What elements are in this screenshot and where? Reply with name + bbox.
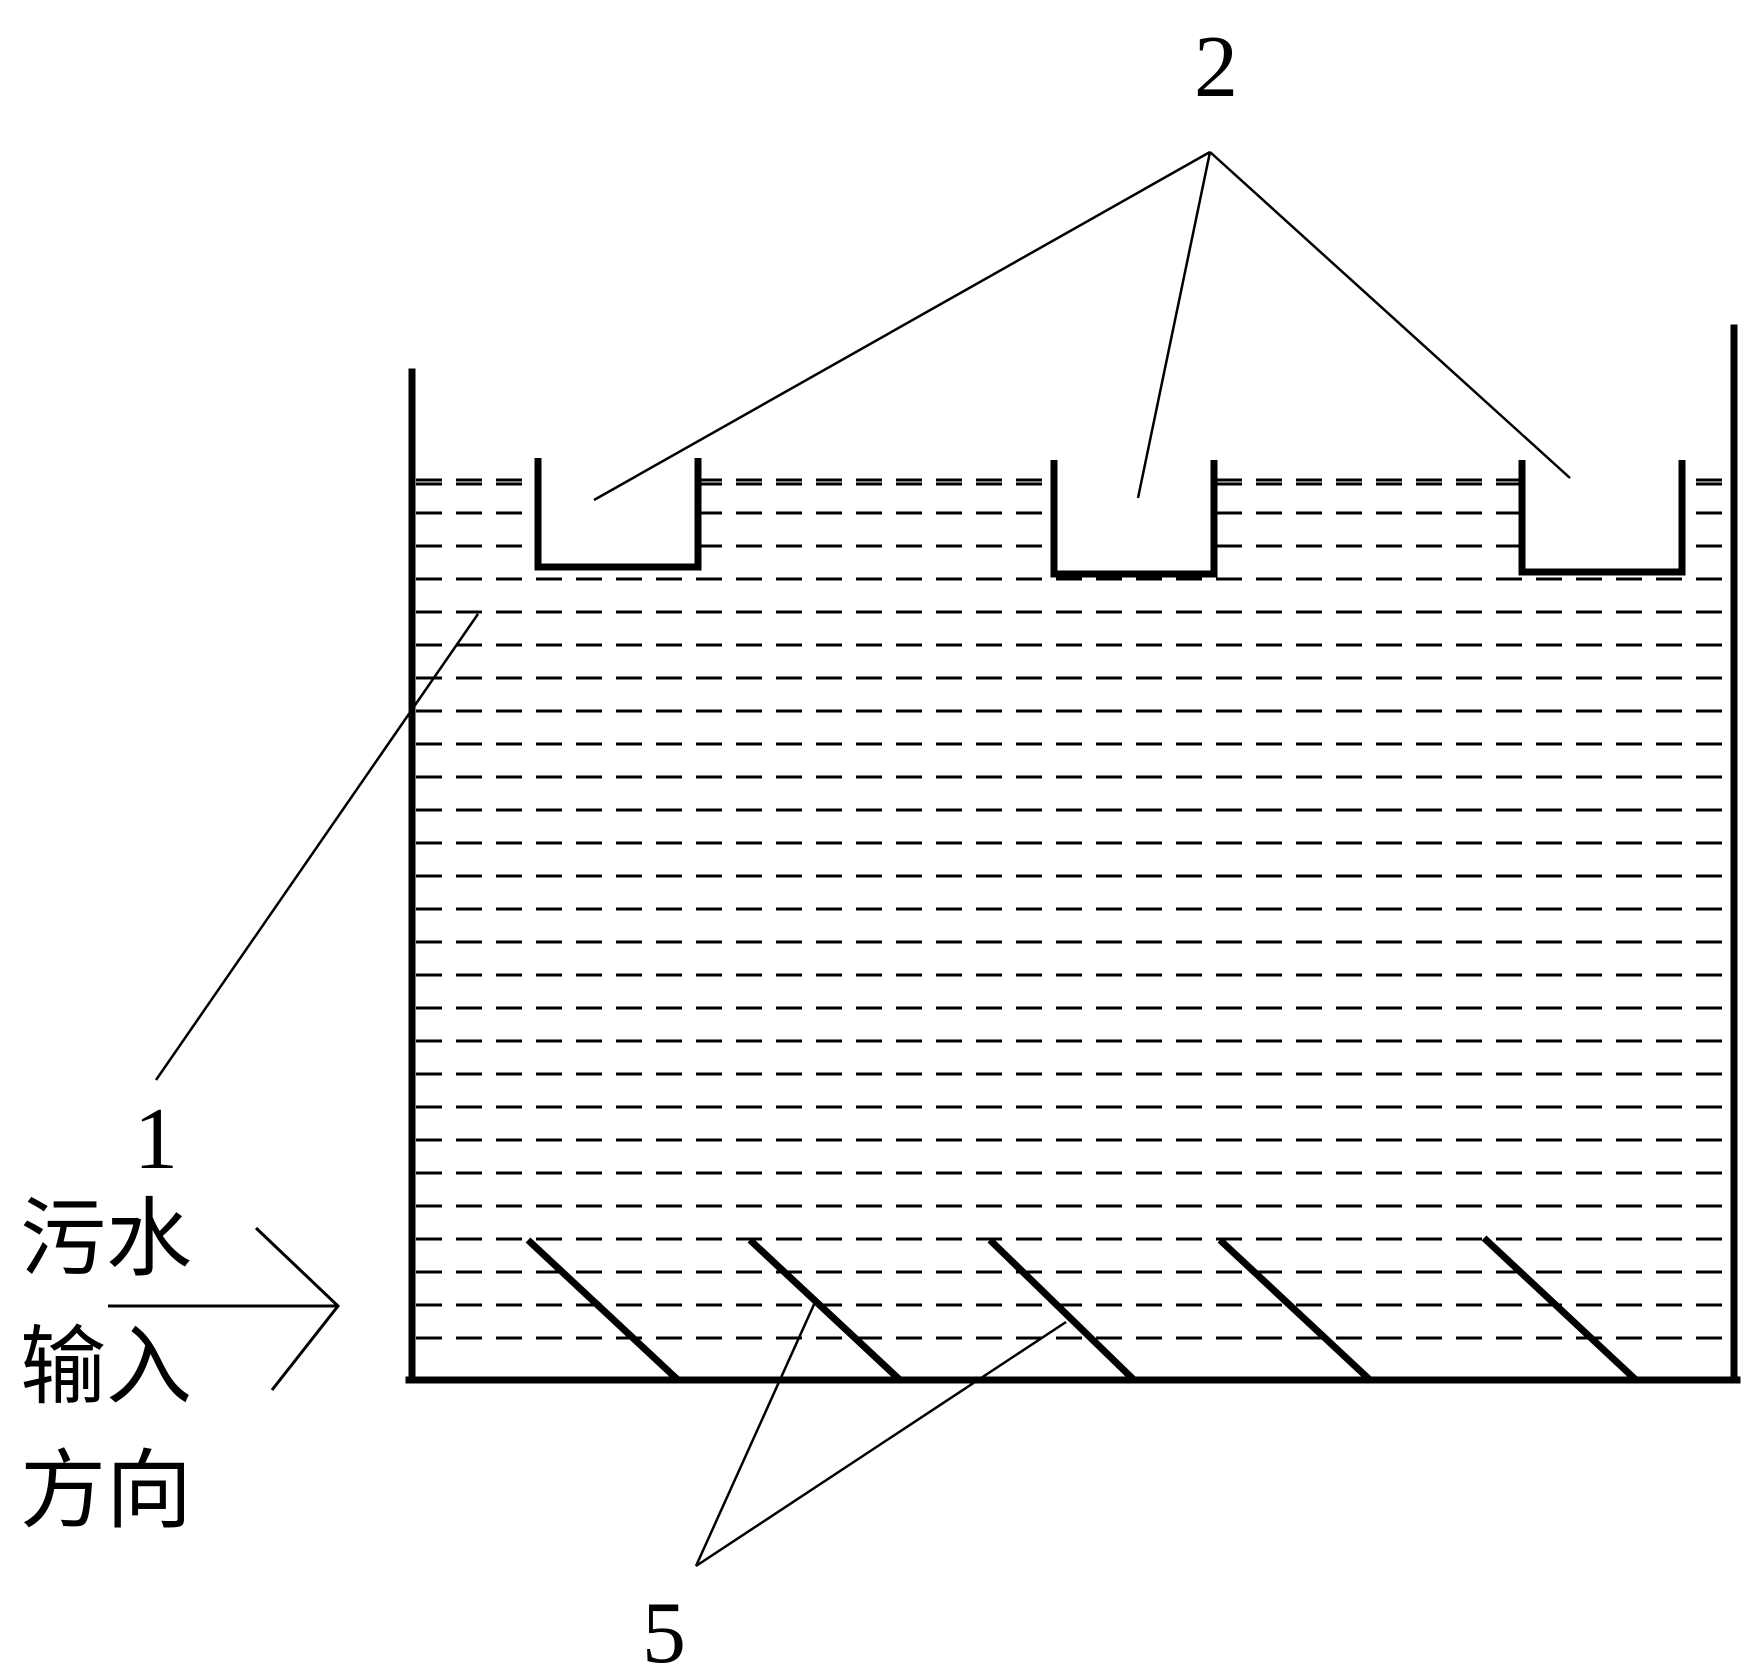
inlet-label-line3: 方向 <box>20 1441 192 1541</box>
inclined-plate <box>1217 1237 1373 1383</box>
leader-line-tank <box>154 613 480 1081</box>
trough-right <box>1518 460 1686 576</box>
inclined-plate <box>525 1237 681 1383</box>
inflow-arrow-icon <box>108 1226 341 1391</box>
leader-line-plates <box>695 1320 1067 1568</box>
inlet-label-line1: 污水 <box>20 1189 192 1289</box>
inclined-plates <box>525 1235 1639 1383</box>
collection-troughs <box>534 458 1686 578</box>
water-body-hatch <box>416 478 1730 1340</box>
leader-line-troughs <box>593 150 1211 502</box>
leader-line-plates <box>694 1299 818 1567</box>
label-tank: 1 <box>134 1091 178 1188</box>
inclined-plate <box>747 1237 903 1383</box>
inlet-direction-label: 污水 输入 方向 <box>20 1189 192 1541</box>
trough-middle <box>1050 460 1218 578</box>
label-troughs: 2 <box>1194 19 1238 116</box>
leader-line-troughs <box>1136 151 1212 499</box>
inlet-label-line2: 输入 <box>20 1317 192 1417</box>
inclined-plate <box>987 1237 1137 1383</box>
label-plates: 5 <box>642 1585 686 1672</box>
leader-lines <box>154 150 1571 1568</box>
inclined-plate <box>1481 1235 1639 1383</box>
tank <box>405 324 1741 1384</box>
leader-line-troughs <box>1209 151 1571 479</box>
inflow-arrow-head <box>254 1226 341 1391</box>
trough-left <box>534 458 702 571</box>
